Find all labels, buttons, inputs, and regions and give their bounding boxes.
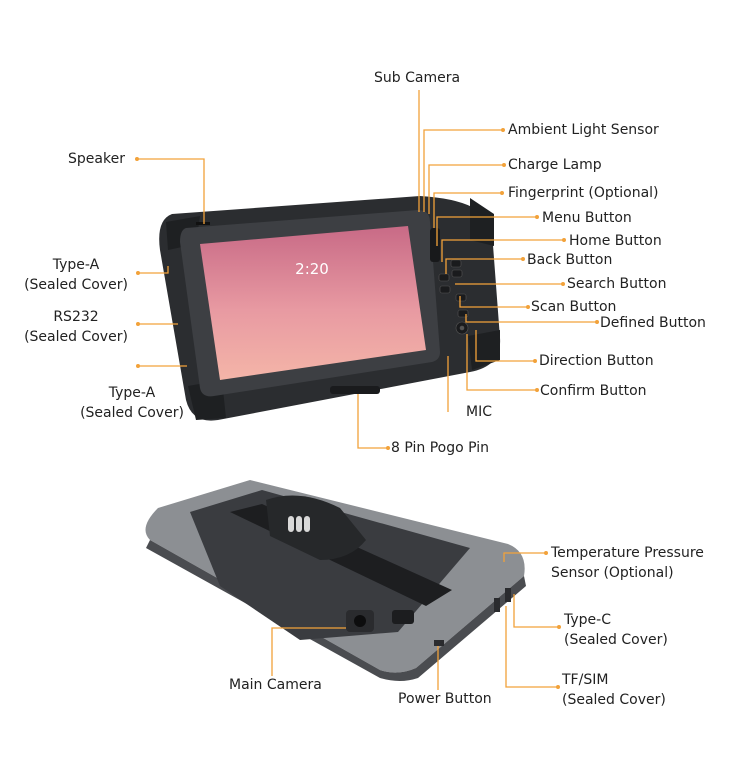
- label-mic: MIC: [466, 404, 492, 420]
- leader-type-a-top: [138, 266, 169, 274]
- leader-main-camera: [271, 627, 346, 676]
- hand-strap-pad: [266, 495, 366, 560]
- label-type-a-top-line1: Type-A: [52, 257, 100, 273]
- label-type-a-top-line2: (Sealed Cover): [24, 277, 128, 293]
- tablet-back-edge: [146, 540, 526, 681]
- label-type-c-line2: (Sealed Cover): [564, 632, 668, 648]
- leader-pogo-pin: [357, 394, 388, 449]
- label-rs232: RS232 (Sealed Cover): [20, 307, 132, 347]
- label-type-a-bottom-line1: Type-A: [108, 385, 156, 401]
- leader-scan-button: [459, 296, 528, 308]
- key-pad: [438, 259, 469, 335]
- pogo-pin-connector: [330, 386, 380, 394]
- label-home-button: Home Button: [569, 233, 662, 249]
- strap-adjust-wheel[interactable]: [288, 516, 310, 532]
- leader-back-button: [445, 258, 523, 274]
- label-type-a-bottom: Type-A (Sealed Cover): [76, 383, 188, 423]
- leader-type-c: [513, 594, 559, 628]
- leader-home-button: [441, 239, 564, 262]
- tablet-front-corner: [468, 330, 500, 370]
- type-c-port: [505, 588, 511, 602]
- label-rs232-line2: (Sealed Cover): [24, 329, 128, 345]
- leader-temperature-sensor: [503, 552, 546, 562]
- leader-fingerprint: [433, 192, 502, 228]
- label-rs232-line1: RS232: [53, 309, 99, 325]
- leader-defined-button: [465, 314, 597, 323]
- label-type-c: Type-C (Sealed Cover): [564, 610, 668, 650]
- speaker-grille: [196, 222, 210, 225]
- home-key[interactable]: [451, 269, 463, 278]
- label-type-c-line1: Type-C: [564, 612, 611, 628]
- leader-ambient-light: [423, 129, 503, 212]
- tablet-screen: [200, 226, 426, 380]
- label-main-camera: Main Camera: [229, 677, 322, 693]
- tablet-front: 2:20: [159, 196, 501, 421]
- label-type-a-top: Type-A (Sealed Cover): [20, 255, 132, 295]
- label-defined-button: Defined Button: [600, 315, 706, 331]
- leader-direction-button: [475, 330, 535, 362]
- search-key[interactable]: [439, 285, 451, 294]
- label-pogo-pin: 8 Pin Pogo Pin: [391, 440, 490, 456]
- label-power-button: Power Button: [398, 691, 492, 707]
- label-tf-sim-line2: (Sealed Cover): [562, 692, 666, 708]
- leader-speaker: [137, 158, 205, 224]
- confirm-key[interactable]: [459, 325, 465, 331]
- label-menu-button: Menu Button: [542, 210, 632, 226]
- label-temperature-sensor-line1: Temperature Pressure: [551, 545, 704, 561]
- label-charge-lamp: Charge Lamp: [508, 157, 602, 173]
- label-direction-button: Direction Button: [539, 353, 654, 369]
- tf-sim-slot: [494, 598, 500, 612]
- leader-menu-button: [436, 216, 537, 246]
- leader-lines: [137, 90, 597, 690]
- label-fingerprint: Fingerprint (Optional): [508, 185, 659, 201]
- label-ambient-light-sensor: Ambient Light Sensor: [508, 122, 659, 138]
- label-tf-sim-line1: TF/SIM: [562, 672, 609, 688]
- label-tf-sim: TF/SIM (Sealed Cover): [562, 670, 666, 710]
- label-sub-camera: Sub Camera: [374, 70, 461, 86]
- label-confirm-button: Confirm Button: [540, 383, 647, 399]
- tablet-back-panel: [190, 490, 470, 640]
- menu-key[interactable]: [450, 259, 462, 268]
- label-scan-button: Scan Button: [531, 299, 617, 315]
- leader-tf-sim: [505, 606, 558, 688]
- screen-clock: 2:20: [295, 260, 329, 278]
- label-search-button: Search Button: [567, 276, 667, 292]
- main-camera-lens: [354, 615, 366, 627]
- tablet-back: [145, 480, 526, 681]
- leader-charge-lamp: [428, 164, 504, 214]
- label-temperature-sensor-line2: Sensor (Optional): [551, 565, 674, 581]
- label-back-button: Back Button: [527, 252, 613, 268]
- scan-key[interactable]: [455, 293, 467, 302]
- tablet-front-corner: [470, 198, 494, 246]
- leader-confirm-button: [466, 334, 537, 391]
- label-type-a-bottom-line2: (Sealed Cover): [80, 405, 184, 421]
- leader-dots: [135, 128, 599, 689]
- rear-button[interactable]: [392, 610, 414, 624]
- label-temperature-sensor: Temperature Pressure Sensor (Optional): [551, 543, 704, 583]
- back-key[interactable]: [438, 273, 450, 282]
- label-speaker: Speaker: [68, 151, 125, 167]
- fingerprint-sensor: [430, 228, 440, 262]
- power-button-key[interactable]: [434, 640, 444, 646]
